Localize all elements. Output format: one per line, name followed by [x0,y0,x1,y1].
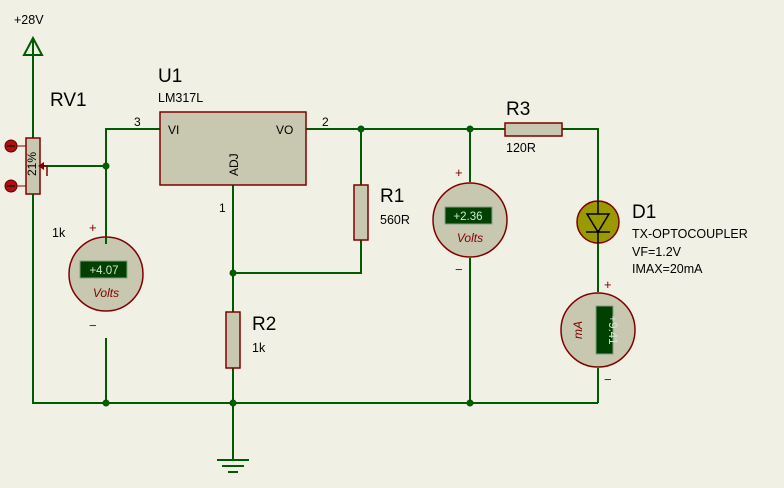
r3-value: 120R [506,141,536,155]
junctions [102,125,474,407]
r2-resistor[interactable]: R2 1k [225,311,276,369]
supply-terminal[interactable]: +28V [14,13,44,58]
junction-dot [229,399,237,407]
voltmeter-1-display [79,260,128,279]
voltmeter-1-plus: + [89,220,97,235]
junction-dot [102,162,110,170]
r3-name: R3 [506,99,530,120]
wire-to-vi [105,128,160,244]
d1-part: TX-OPTOCOUPLER [632,227,748,241]
rv1-wiper-percent: 21% [25,152,39,176]
r1-resistor[interactable]: R1 560R [353,184,410,241]
wire-r3-to-d1 [562,128,599,202]
rv1-name: RV1 [50,90,87,111]
voltmeter-1[interactable]: +4.07 Volts + − [68,220,144,333]
ammeter-minus: − [604,372,612,387]
rv1-value: 1k [52,226,66,240]
ground-symbol [217,459,249,473]
u1-pin-num-vi: 3 [134,115,141,129]
r2-body [225,311,241,369]
wires [32,58,599,460]
voltmeter-1-minus: − [89,318,97,333]
r3-resistor[interactable]: R3 120R [504,99,563,155]
junction-dot [102,399,110,407]
d1-imax: IMAX=20mA [632,262,703,276]
ammeter-display [595,305,614,355]
ammeter[interactable]: +9.41 mA + − [560,277,636,387]
d1-vf: VF=1.2V [632,245,682,259]
u1-pin-vo: VO [276,123,293,137]
voltmeter-2[interactable]: +2.36 Volts + − [432,165,508,277]
voltmeter-1-unit: Volts [93,286,119,300]
u1-pin-vi: VI [168,123,179,137]
r3-body [504,122,563,137]
junction-dot [357,125,365,133]
voltmeter-2-minus: − [455,262,463,277]
r2-value: 1k [252,341,266,355]
u1-name: U1 [158,66,182,87]
supply-label: +28V [14,13,44,27]
r1-value: 560R [380,213,410,227]
voltmeter-2-display [444,206,493,225]
ammeter-plus: + [604,277,612,292]
ammeter-reading: +9.41 [606,315,618,344]
r1-body [353,184,369,241]
junction-dot [229,269,237,277]
junction-dot [466,399,474,407]
d1-optocoupler-led[interactable]: D1 TX-OPTOCOUPLER VF=1.2V IMAX=20mA [576,200,748,276]
rv1-wiper-head-icon [38,162,44,170]
r1-name: R1 [380,186,404,207]
voltmeter-1-reading: +4.07 [89,265,118,277]
r2-name: R2 [252,314,276,335]
u1-body [159,111,307,186]
voltmeter-2-reading: +2.36 [453,211,482,223]
u1-pin-num-vo: 2 [322,115,329,129]
ammeter-unit: mA [571,321,585,339]
voltmeter-2-plus: + [455,165,463,180]
u1-regulator[interactable]: U1 LM317L VI VO ADJ 3 2 1 [134,66,329,215]
d1-name: D1 [632,202,656,223]
rv1-potentiometer[interactable]: 21% RV1 1k [4,90,87,240]
u1-pin-num-adj: 1 [219,201,226,215]
u1-part: LM317L [158,91,203,105]
voltmeter-2-unit: Volts [457,231,483,245]
wire-r1-bottom [233,240,362,274]
junction-dot [466,125,474,133]
u1-pin-adj: ADJ [227,153,241,176]
